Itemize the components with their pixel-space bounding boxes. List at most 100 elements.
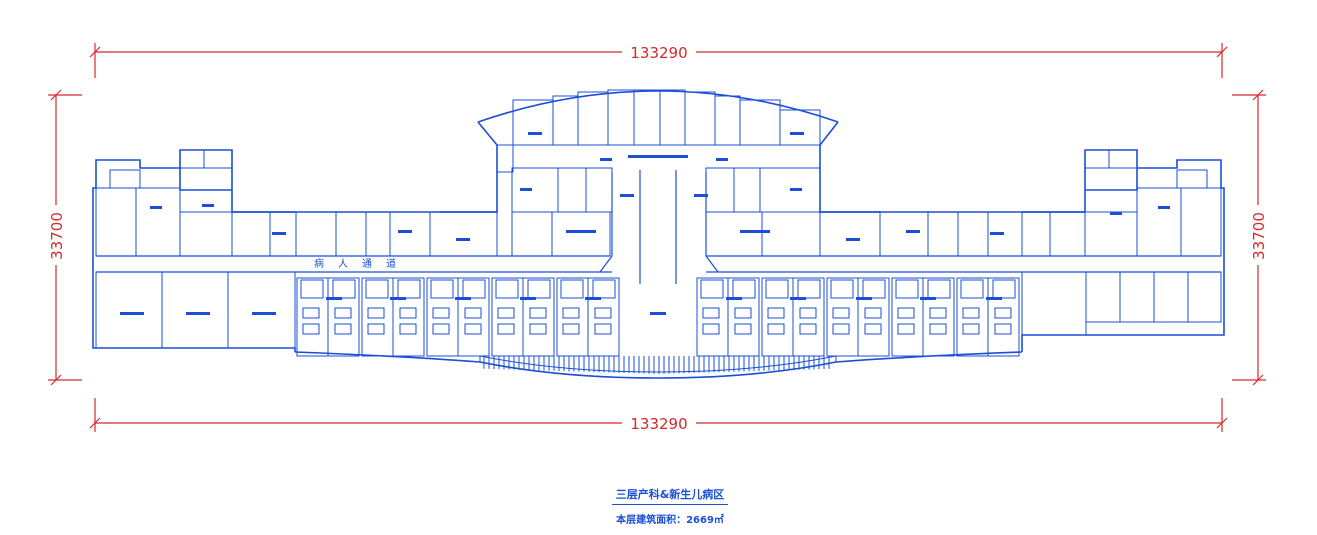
nursery-room: [1085, 271, 1121, 323]
bed: [497, 323, 515, 335]
bed: [464, 307, 482, 319]
area-value: 2669㎡: [686, 515, 724, 526]
bed: [432, 323, 450, 335]
room: [511, 211, 553, 257]
bathroom: [895, 279, 919, 299]
fixture-mark: [790, 132, 804, 135]
room: [585, 167, 613, 213]
fixture-mark: [1158, 206, 1170, 209]
room: [365, 211, 391, 257]
dimension-lines: [48, 43, 1266, 432]
room: [295, 211, 337, 257]
room: [179, 189, 233, 213]
room: [957, 211, 989, 257]
room: [1084, 211, 1138, 257]
bed: [594, 307, 612, 319]
room: [1084, 189, 1138, 213]
fixture-mark: [906, 230, 920, 233]
room: [203, 149, 233, 169]
bathroom: [862, 279, 886, 299]
bed: [734, 323, 752, 335]
bed: [594, 323, 612, 335]
room: [1176, 169, 1208, 189]
top-width-dimension: 133290: [630, 44, 687, 62]
bed: [334, 307, 352, 319]
bed: [929, 307, 947, 319]
bed: [864, 323, 882, 335]
fixture-mark: [326, 297, 342, 300]
bed: [432, 307, 450, 319]
bed: [562, 323, 580, 335]
room: [429, 211, 498, 257]
room: [551, 211, 611, 257]
fixture-mark: [398, 230, 412, 233]
bathroom: [527, 279, 551, 299]
bathroom: [332, 279, 356, 299]
room: [179, 149, 205, 169]
bed: [464, 323, 482, 335]
bed: [897, 307, 915, 319]
fixture-mark: [628, 155, 688, 158]
room: [552, 95, 579, 146]
bed: [767, 307, 785, 319]
fixtures-layer: [120, 132, 1170, 315]
bathroom: [397, 279, 421, 299]
bed: [399, 307, 417, 319]
fixture-mark: [272, 232, 286, 235]
nursery-room: [161, 271, 229, 349]
bed: [529, 307, 547, 319]
right-height-dimension: 33700: [1250, 212, 1268, 260]
bed: [702, 323, 720, 335]
bed: [864, 307, 882, 319]
room: [684, 91, 716, 146]
room: [733, 167, 761, 213]
room: [779, 109, 821, 146]
bathroom: [495, 279, 519, 299]
fixture-mark: [790, 297, 806, 300]
fixture-mark: [1110, 212, 1122, 215]
fixture-mark: [252, 312, 276, 315]
bathroom: [592, 279, 616, 299]
fixture-mark: [694, 194, 708, 197]
fixture-mark: [528, 132, 542, 135]
area-label: 本层建筑面积：: [616, 515, 687, 526]
fixture-mark: [520, 297, 536, 300]
bed: [767, 323, 785, 335]
room: [761, 211, 821, 257]
fixture-mark: [986, 297, 1002, 300]
room: [714, 95, 741, 146]
stair-core: [95, 187, 137, 257]
nursery-room: [227, 271, 296, 349]
fixture-mark: [740, 230, 770, 233]
bottom-width-dimension: 133290: [630, 415, 687, 433]
fixture-mark: [150, 206, 162, 209]
corridor-label: 病人通道: [314, 257, 410, 270]
room: [1049, 211, 1086, 257]
fixture-mark: [600, 158, 612, 161]
fixture-mark: [455, 297, 471, 300]
bed: [799, 323, 817, 335]
room: [705, 211, 763, 257]
bed: [799, 307, 817, 319]
bed: [562, 307, 580, 319]
bathroom: [700, 279, 724, 299]
bed: [302, 323, 320, 335]
bathroom: [830, 279, 854, 299]
bed: [962, 323, 980, 335]
bathroom: [462, 279, 486, 299]
title-block: 三层产科&新生儿病区 本层建筑面积：2669㎡: [560, 483, 780, 526]
room: [705, 167, 735, 213]
bathroom: [732, 279, 756, 299]
fixture-mark: [566, 230, 596, 233]
room: [1108, 149, 1138, 169]
bathroom: [992, 279, 1016, 299]
room: [335, 211, 367, 257]
left-height-dimension: 33700: [48, 212, 66, 260]
bed: [334, 323, 352, 335]
bathroom: [765, 279, 789, 299]
room: [739, 99, 781, 146]
fixture-mark: [990, 232, 1004, 235]
bed: [367, 323, 385, 335]
room: [109, 169, 141, 189]
